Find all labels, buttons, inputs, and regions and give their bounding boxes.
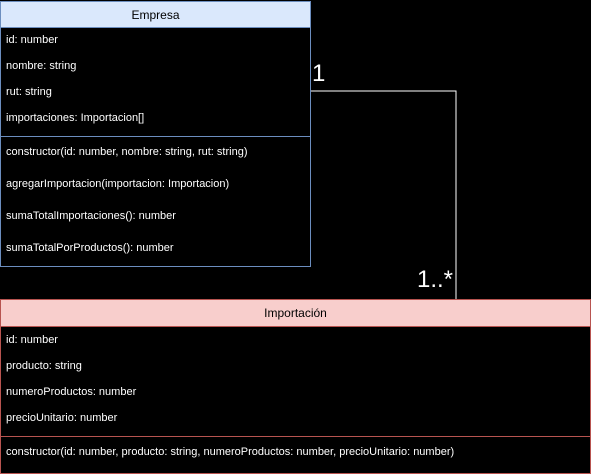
importacion-attribute-producto: producto: string — [6, 360, 82, 372]
empresa-attribute-nombre: nombre: string — [6, 60, 77, 72]
class-importacion-title: Importación — [1, 300, 590, 327]
class-empresa-title: Empresa — [1, 2, 310, 28]
class-importacion[interactable]: Importación id: number producto: string … — [0, 299, 591, 474]
association-line — [311, 90, 457, 299]
empresa-attribute-importaciones: importaciones: Importacion[] — [6, 112, 145, 124]
empresa-attribute-rut: rut: string — [6, 86, 52, 98]
importacion-attribute-numero-productos: numeroProductos: number — [6, 386, 137, 398]
empresa-method-constructor: constructor(id: number, nombre: string, … — [6, 146, 248, 158]
empresa-method-agregar-importacion: agregarImportacion(importacion: Importac… — [6, 178, 230, 190]
empresa-attribute-id: id: number — [6, 34, 58, 46]
empresa-method-suma-total-importaciones: sumaTotalImportaciones(): number — [6, 210, 176, 222]
importacion-attribute-id: id: number — [6, 334, 58, 346]
empresa-method-suma-total-por-productos: sumaTotalPorProductos(): number — [6, 242, 174, 254]
multiplicity-target: 1..* — [417, 266, 454, 293]
importacion-attribute-precio-unitario: precioUnitario: number — [6, 412, 118, 424]
importacion-section-divider — [1, 436, 590, 437]
empresa-section-divider — [1, 136, 310, 137]
class-empresa[interactable]: Empresa id: number nombre: string rut: s… — [0, 1, 311, 267]
importacion-method-constructor: constructor(id: number, producto: string… — [6, 446, 455, 458]
multiplicity-source: 1 — [312, 60, 326, 87]
